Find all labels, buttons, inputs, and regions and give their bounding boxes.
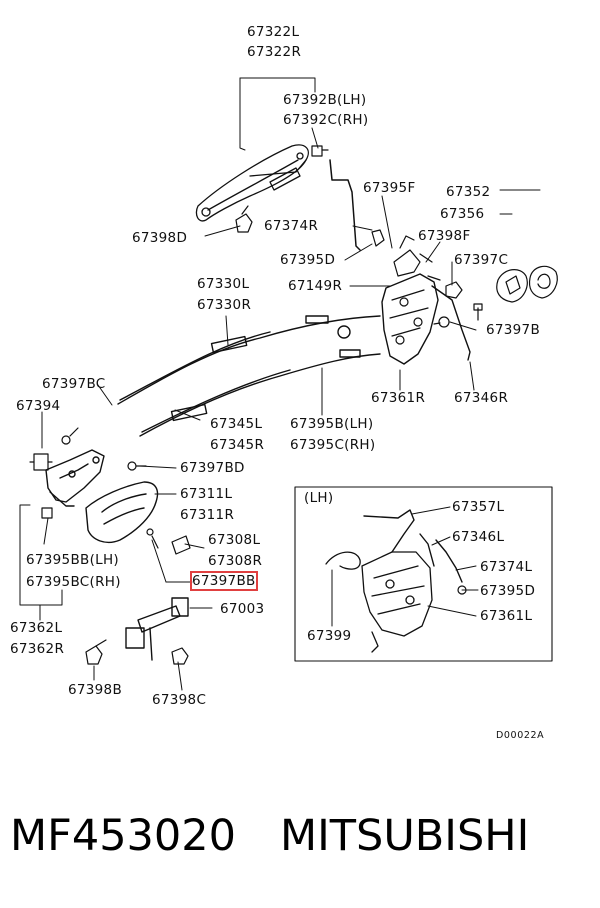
cover-67308 (171, 535, 191, 555)
cover-67356 (496, 269, 528, 303)
label-67397BD: 67397BD (180, 460, 245, 476)
rod-67374R (329, 159, 361, 251)
label-67397C: 67397C (454, 252, 509, 268)
label-67308L: 67308L (208, 532, 261, 548)
label-67003: 67003 (220, 601, 265, 617)
cable-67345 (139, 349, 381, 437)
inset-clip-67395D (457, 585, 467, 595)
inside-handle-67311 (85, 481, 159, 544)
label-67398F: 67398F (418, 228, 471, 244)
inset-label-67346L: 67346L (452, 529, 505, 545)
inset-frame (294, 486, 553, 662)
label-67395B: 67395B(LH) (290, 416, 374, 432)
footer: MF453020 MITSUBISHI (10, 808, 600, 868)
screw-67397BD (127, 461, 147, 471)
bolt-67397B (433, 316, 450, 328)
cable-67330 (117, 315, 381, 405)
label-67395BB: 67395BB(LH) (26, 552, 119, 568)
bolt-67397C (445, 281, 483, 321)
label-67352: 67352 (446, 184, 491, 200)
inset-title: (LH) (304, 490, 334, 506)
door-latch-assembly (381, 235, 441, 365)
label-67330R: 67330R (197, 297, 252, 313)
bolt-67398C (171, 647, 189, 665)
outside-handle (195, 144, 309, 222)
label-67322R: 67322R (247, 44, 302, 60)
handle-clip (311, 145, 329, 157)
label-67345R: 67345R (210, 437, 265, 453)
label-67311L: 67311L (180, 486, 233, 502)
inset-label-67374L: 67374L (480, 559, 533, 575)
inset-arm-67346L (363, 509, 435, 567)
diagram-code: D00022A (496, 730, 545, 741)
screw-67397BC (61, 427, 79, 445)
brand-name: MITSUBISHI (279, 811, 530, 861)
cover-67352 (528, 265, 558, 299)
label-67345L: 67345L (210, 416, 263, 432)
diagram-drawing (19, 77, 558, 691)
inset-rod-67374L (435, 539, 463, 583)
label-67395BC: 67395BC(RH) (26, 574, 121, 590)
screw-67398D (235, 205, 253, 233)
bolt-67398B (85, 639, 107, 665)
label-67394: 67394 (16, 398, 61, 414)
leader-lines (19, 77, 541, 691)
inset-label-67399: 67399 (307, 628, 352, 644)
label-67395C: 67395C(RH) (290, 437, 376, 453)
label-67397BC: 67397BC (42, 376, 106, 392)
label-67398C: 67398C (152, 692, 207, 708)
inset-cable-67399 (325, 551, 361, 570)
label-67362L: 67362L (10, 620, 63, 636)
label-67308R: 67308R (208, 553, 263, 569)
label-67149R: 67149R (288, 278, 343, 294)
inset-label-67395D: 67395D (480, 583, 536, 599)
label-67311R: 67311R (180, 507, 235, 523)
label-67392B: 67392B(LH) (283, 92, 367, 108)
screw-67397BB (146, 528, 159, 549)
label-67361R: 67361R (371, 390, 426, 406)
inside-handle-bracket-67362 (45, 449, 105, 507)
inset-label-67361L: 67361L (480, 608, 533, 624)
label-67374R: 67374R (264, 218, 319, 234)
door-check-67003 (125, 597, 189, 661)
label-67395D: 67395D (280, 252, 336, 268)
clip-67395BB (41, 507, 53, 519)
label-67362R: 67362R (10, 641, 65, 657)
clip-67394 (29, 453, 53, 471)
arm-67346R (431, 285, 471, 361)
label-67392C: 67392C(RH) (283, 112, 369, 128)
label-67397B: 67397B (486, 322, 541, 338)
label-67330L: 67330L (197, 276, 250, 292)
inset-latch-lh (361, 551, 433, 653)
label-67398D: 67398D (132, 230, 188, 246)
label-67346R: 67346R (454, 390, 509, 406)
part-number: MF453020 (10, 811, 236, 861)
inset-label-67357L: 67357L (452, 499, 505, 515)
label-67322L: 67322L (247, 24, 300, 40)
label-67397BB-highlighted: 67397BB (190, 571, 258, 591)
label-67356: 67356 (440, 206, 485, 222)
label-67398B: 67398B (68, 682, 123, 698)
label-67395F: 67395F (363, 180, 416, 196)
